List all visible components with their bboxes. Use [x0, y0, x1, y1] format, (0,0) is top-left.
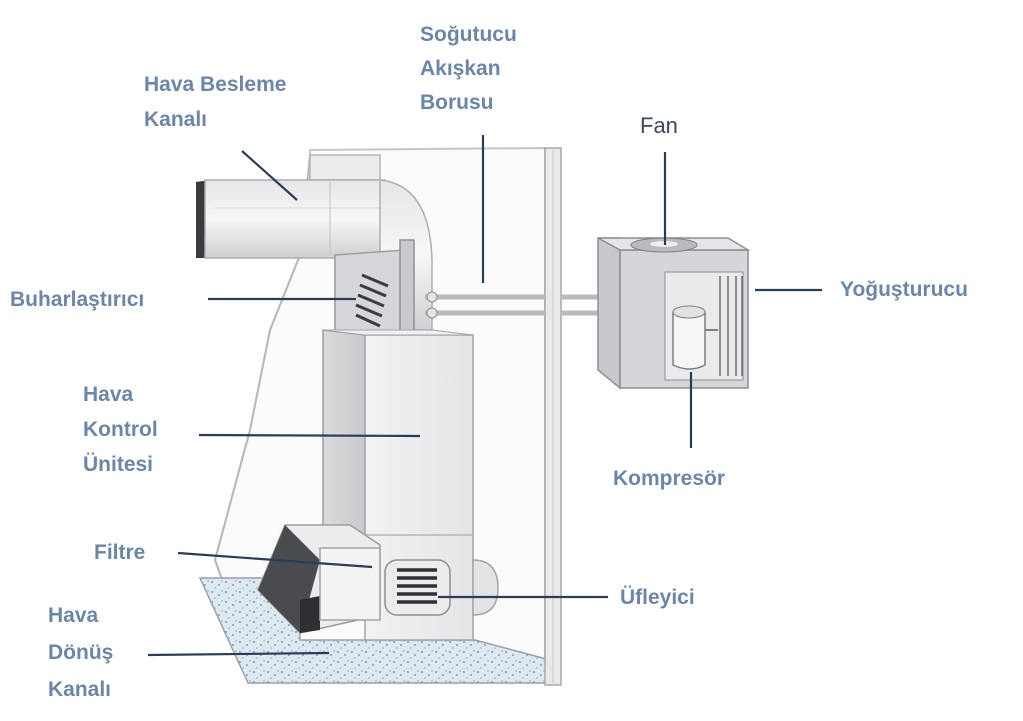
label-hava-donus-kanali: Hava Dönüş Kanalı	[48, 597, 113, 708]
label-line: Borusu	[420, 91, 494, 114]
label-sogutucu-akiskan-borusu: Soğutucu Akışkan Borusu	[420, 18, 517, 120]
label-kompresor: Kompresör	[613, 467, 726, 490]
label-line: Hava	[83, 383, 134, 406]
label-filtre: Filtre	[94, 541, 146, 564]
outdoor-condenser-unit	[597, 237, 751, 390]
label-fan: Fan	[640, 113, 678, 138]
label-line: Hava Besleme	[144, 73, 287, 96]
plenum-top	[309, 154, 381, 181]
evaporator-coil	[334, 249, 406, 336]
label-line: Kanalı	[48, 678, 112, 701]
return-duct-filter	[257, 524, 381, 634]
leader-lines	[147, 135, 822, 657]
label-line: Soğutucu	[420, 23, 517, 46]
label-buharlastirici: Buharlaştırıcı	[10, 288, 145, 311]
label-yogusturucu: Yoğuşturucu	[840, 278, 968, 301]
label-line: Dönüş	[48, 641, 114, 664]
label-line: Akışkan	[420, 57, 501, 80]
label-line: Kontrol	[83, 418, 158, 441]
label-hava-kontrol-unitesi: Hava Kontrol Ünitesi	[83, 377, 158, 482]
refrigerant-pipes	[425, 294, 600, 316]
label-ufleyici: Üfleyici	[620, 586, 695, 609]
label-line: Kanalı	[144, 108, 208, 131]
label-line: Hava	[48, 604, 99, 627]
label-line: Ünitesi	[83, 453, 154, 476]
label-hava-besleme-kanali: Hava Besleme Kanalı	[144, 67, 286, 137]
